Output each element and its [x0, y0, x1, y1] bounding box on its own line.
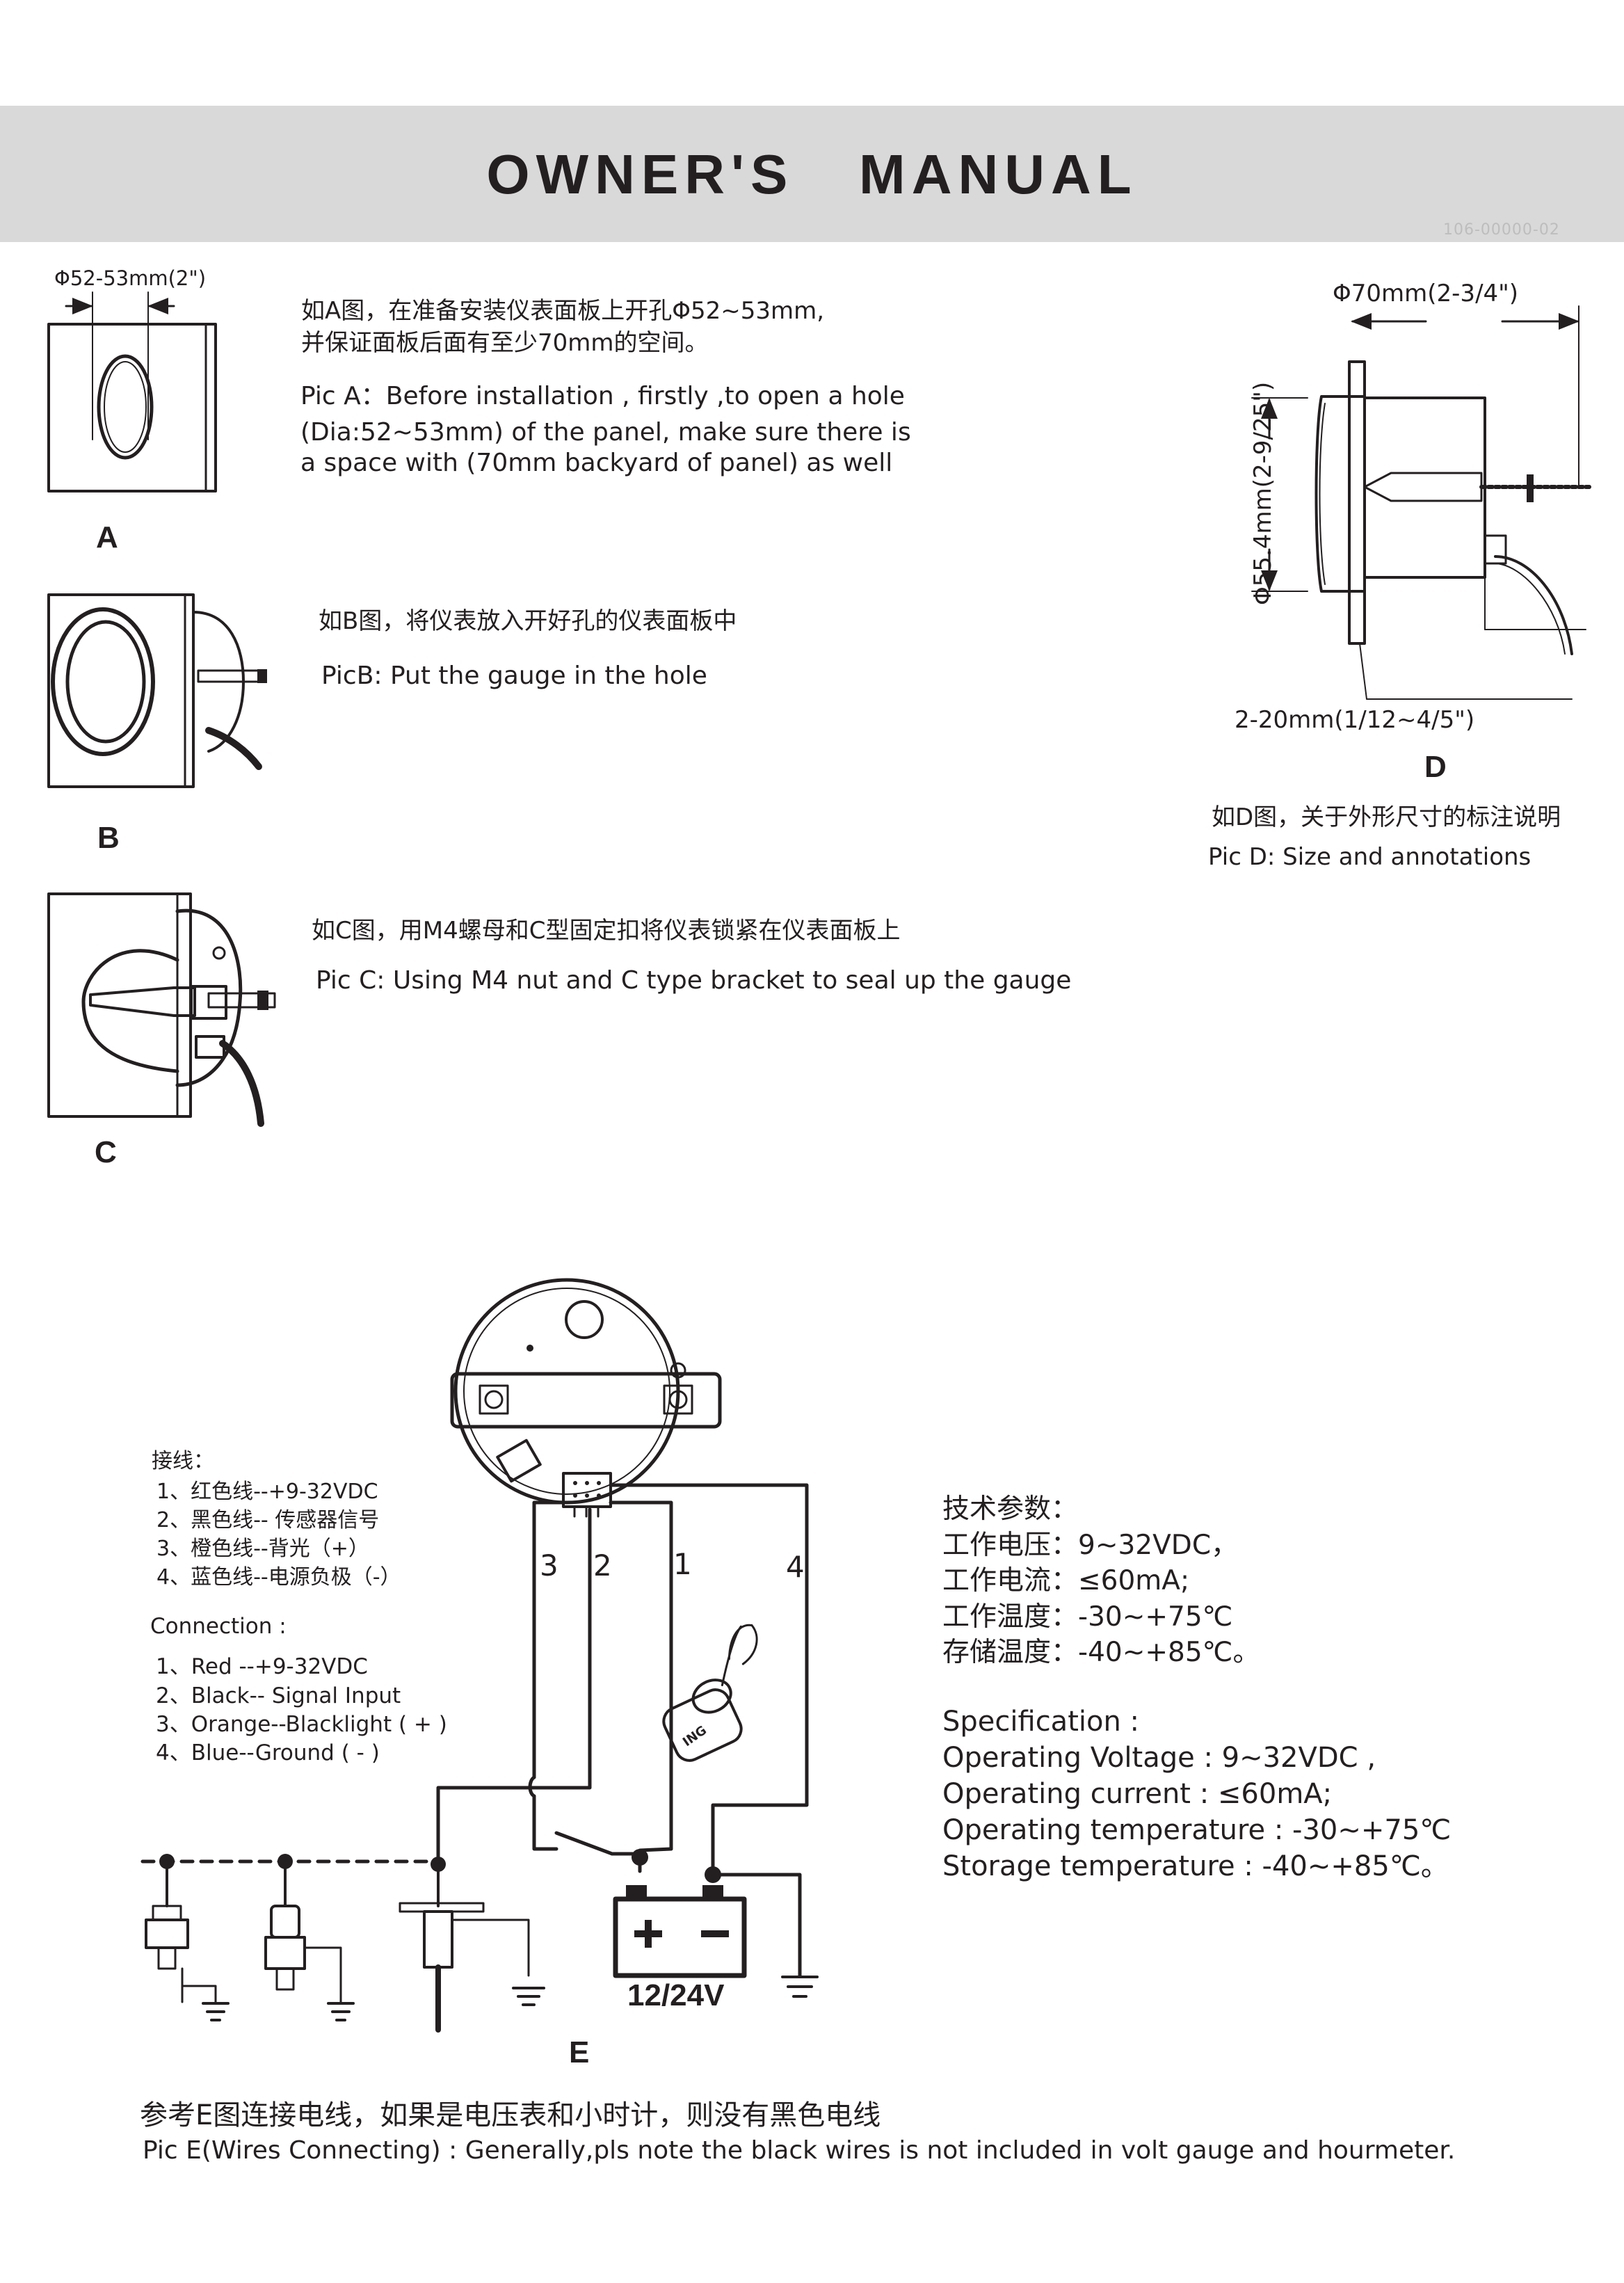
pic-a-en-line2: (Dia:52~53mm) of the panel, make sure th…: [300, 418, 911, 447]
spec-zh-heading: 技术参数：: [942, 1493, 1079, 1525]
document-code: 106-00000-02: [1443, 221, 1560, 239]
wiring-en-heading: Connection :: [150, 1614, 287, 1639]
wiring-en-item: 4、Blue--Ground ( - ): [156, 1740, 380, 1765]
pic-d-en: Pic D: Size and annotations: [1208, 843, 1531, 871]
wiring-zh-heading: 接线：: [152, 1449, 214, 1473]
pic-d-zh: 如D图，关于外形尺寸的标注说明: [1212, 803, 1561, 831]
battery-label: 12/24V: [627, 1978, 725, 2012]
wiring-zh-item: 4、蓝色线--电源负极（-）: [156, 1565, 401, 1589]
spec-zh-item: 工作温度：-30~+75℃: [942, 1601, 1233, 1633]
footer-en: Pic E(Wires Connecting) : Generally,pls …: [143, 2136, 1456, 2165]
wire-number-4: 4: [786, 1550, 805, 1584]
pic-a-zh-line2: 并保证面板后面有至少70mm的空间。: [301, 329, 709, 357]
pic-a-en-line3: a space with (70mm backyard of panel) as…: [300, 449, 893, 477]
pic-d-label: D: [1424, 750, 1447, 784]
spec-en-item: Operating Voltage : 9~32VDC ,: [942, 1742, 1376, 1774]
pic-c-zh: 如C图，用M4螺母和C型固定扣将仪表锁紧在仪表面板上: [312, 917, 901, 945]
wire-number-2: 2: [593, 1548, 612, 1583]
pic-e-label: E: [569, 2035, 590, 2069]
pic-d-height-dimension: Φ55.4mm(2-9/25"): [1249, 381, 1277, 605]
pic-a-zh-line1: 如A图，在准备安装仪表面板上开孔Φ52~53mm,: [301, 297, 825, 325]
wiring-en-item: 3、Orange--Blacklight ( + ): [156, 1712, 447, 1737]
wiring-zh-item: 1、红色线--+9-32VDC: [156, 1480, 378, 1504]
wiring-en-item: 2、Black-- Signal Input: [156, 1683, 401, 1708]
spec-en-item: Operating temperature : -30~+75℃: [942, 1814, 1452, 1846]
manual-title: OWNER'S MANUAL: [486, 143, 1138, 205]
pic-b-drawing: [47, 593, 267, 788]
spec-zh-item: 工作电压：9~32VDC，: [942, 1530, 1239, 1561]
pic-d-width-dimension: Φ70mm(2-3/4"): [1333, 280, 1519, 307]
pic-a-en-line1: Pic A：Before installation , firstly ,to …: [300, 382, 905, 410]
pic-a-drawing: [47, 291, 217, 492]
wire-number-1: 1: [673, 1547, 692, 1581]
pic-b-zh: 如B图，将仪表放入开好孔的仪表面板中: [319, 607, 737, 635]
wire-number-3: 3: [540, 1548, 558, 1583]
pic-b-label: B: [97, 821, 120, 855]
pic-e-drawing: [140, 1278, 819, 2033]
pic-c-drawing: [47, 892, 276, 1127]
pic-d-panel-dimension: 2-20mm(1/12~4/5"): [1235, 706, 1475, 734]
wiring-zh-item: 2、黑色线-- 传感器信号: [156, 1508, 380, 1532]
spec-en-item: Operating current : ≤60mA;: [942, 1778, 1333, 1810]
pic-d-drawing: [1251, 305, 1591, 700]
pic-a-dimension: Φ52-53mm(2"): [54, 266, 207, 290]
header-band: [0, 106, 1624, 242]
footer-zh: 参考E图连接电线，如果是电压表和小时计，则没有黑色电线: [140, 2099, 881, 2131]
wiring-en-item: 1、Red --+9-32VDC: [156, 1654, 368, 1679]
pic-b-en: PicB: Put the gauge in the hole: [321, 662, 707, 690]
pic-a-label: A: [96, 520, 118, 554]
pic-c-label: C: [95, 1135, 117, 1169]
spec-zh-item: 工作电流：≤60mA;: [942, 1565, 1190, 1596]
spec-zh-item: 存储温度：-40~+85℃。: [942, 1637, 1260, 1668]
wiring-zh-item: 3、橙色线--背光（+）: [156, 1537, 369, 1561]
spec-en-heading: Specification :: [942, 1706, 1140, 1738]
spec-en-item: Storage temperature : -40~+85℃。: [942, 1850, 1449, 1882]
pic-c-en: Pic C: Using M4 nut and C type bracket t…: [316, 966, 1072, 995]
